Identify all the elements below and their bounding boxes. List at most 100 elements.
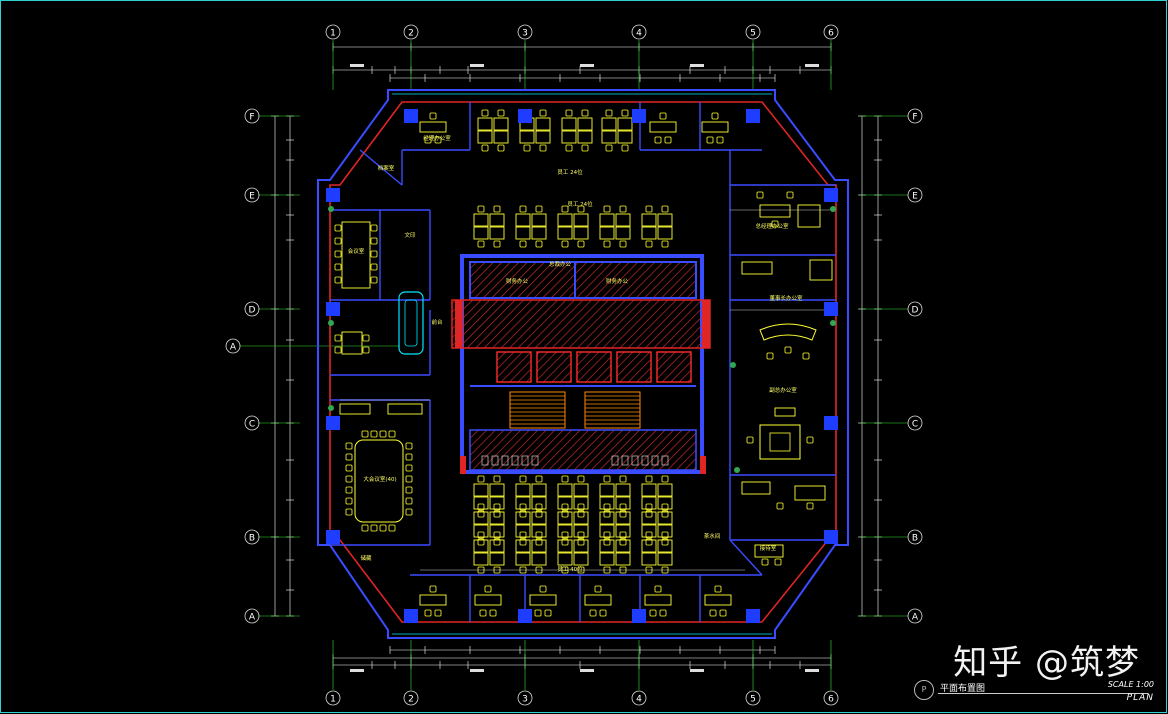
grid-bubble <box>325 690 341 706</box>
chair <box>603 538 611 546</box>
chair <box>577 531 585 539</box>
chair <box>756 191 764 199</box>
desk <box>759 204 791 218</box>
desk <box>531 539 547 553</box>
reception-desk-inner <box>404 299 418 347</box>
chair <box>619 503 627 511</box>
column <box>746 609 760 623</box>
grid-bubble <box>745 24 761 40</box>
chair <box>345 486 353 494</box>
fire-wall <box>460 456 466 474</box>
desk <box>573 226 589 240</box>
room-label-pantry: 储藏 <box>360 554 372 562</box>
desk <box>641 496 657 510</box>
desk <box>657 483 673 497</box>
chair <box>534 609 542 617</box>
chair <box>774 558 782 566</box>
desk <box>641 511 657 525</box>
grid-bubble <box>823 24 839 40</box>
desk <box>599 496 615 510</box>
walls <box>317 89 849 639</box>
column <box>326 188 340 202</box>
chair <box>719 609 727 617</box>
desk <box>649 121 677 133</box>
core-outline <box>460 254 704 474</box>
desk <box>584 594 612 606</box>
desk <box>561 117 577 131</box>
toilet-fixture <box>501 455 509 466</box>
desk <box>473 552 489 566</box>
desk <box>473 213 489 227</box>
chair <box>477 531 485 539</box>
desk <box>473 524 489 538</box>
chair <box>535 205 543 213</box>
desk <box>615 226 631 240</box>
column <box>632 609 646 623</box>
chair <box>497 144 505 152</box>
chair <box>561 475 569 483</box>
dim-text-mark <box>350 669 364 672</box>
grid-bubble <box>907 415 923 431</box>
chair <box>784 346 792 354</box>
chair <box>539 144 547 152</box>
chair <box>345 497 353 505</box>
chair <box>477 475 485 483</box>
desk <box>515 226 531 240</box>
room-label-core-room-top: 总裁办公 <box>549 260 572 268</box>
grid-bubble <box>244 608 260 624</box>
chair <box>714 585 722 593</box>
desk <box>519 130 535 144</box>
partition <box>729 539 763 576</box>
toilet-fixture <box>611 455 619 466</box>
chair <box>581 109 589 117</box>
furniture-layout <box>328 109 836 617</box>
chair <box>577 475 585 483</box>
desk <box>573 539 589 553</box>
desk <box>599 213 615 227</box>
chair <box>594 585 602 593</box>
desk <box>339 403 371 415</box>
chair <box>565 109 573 117</box>
chair <box>519 510 527 518</box>
chair <box>370 263 378 271</box>
room-label-open-office-center: 员工 24位 <box>567 200 593 208</box>
chair <box>619 510 627 518</box>
grid-bubble <box>907 608 923 624</box>
chair <box>661 475 669 483</box>
chair <box>709 609 717 617</box>
desk <box>489 552 505 566</box>
toilet-fixture <box>491 455 499 466</box>
stair-outline <box>584 391 641 429</box>
chair <box>711 112 719 120</box>
chair <box>645 205 653 213</box>
desk <box>754 544 784 558</box>
chair <box>379 430 387 438</box>
desk <box>641 552 657 566</box>
chair <box>370 276 378 284</box>
grid-bubble <box>517 24 533 40</box>
grid-column-label: 4 <box>636 695 642 705</box>
chair <box>619 531 627 539</box>
room-label-meeting-room: 会议室 <box>348 247 365 255</box>
dim-text-mark <box>690 64 704 67</box>
scale-label: SCALE 1:00 <box>1107 680 1154 689</box>
chair <box>619 475 627 483</box>
column <box>824 416 838 430</box>
dim-text-mark <box>805 64 819 67</box>
chair <box>535 538 543 546</box>
desk <box>515 483 531 497</box>
column <box>404 109 418 123</box>
toilet-fixture <box>651 455 659 466</box>
plant <box>328 405 334 411</box>
grid-bubble <box>745 690 761 706</box>
desk <box>419 594 447 606</box>
column <box>746 109 760 123</box>
chair <box>565 144 573 152</box>
chair <box>361 524 369 532</box>
grid-bubble <box>517 690 533 706</box>
desk <box>573 552 589 566</box>
chair <box>654 136 662 144</box>
chair <box>603 510 611 518</box>
desk <box>557 524 573 538</box>
chair <box>405 442 413 450</box>
